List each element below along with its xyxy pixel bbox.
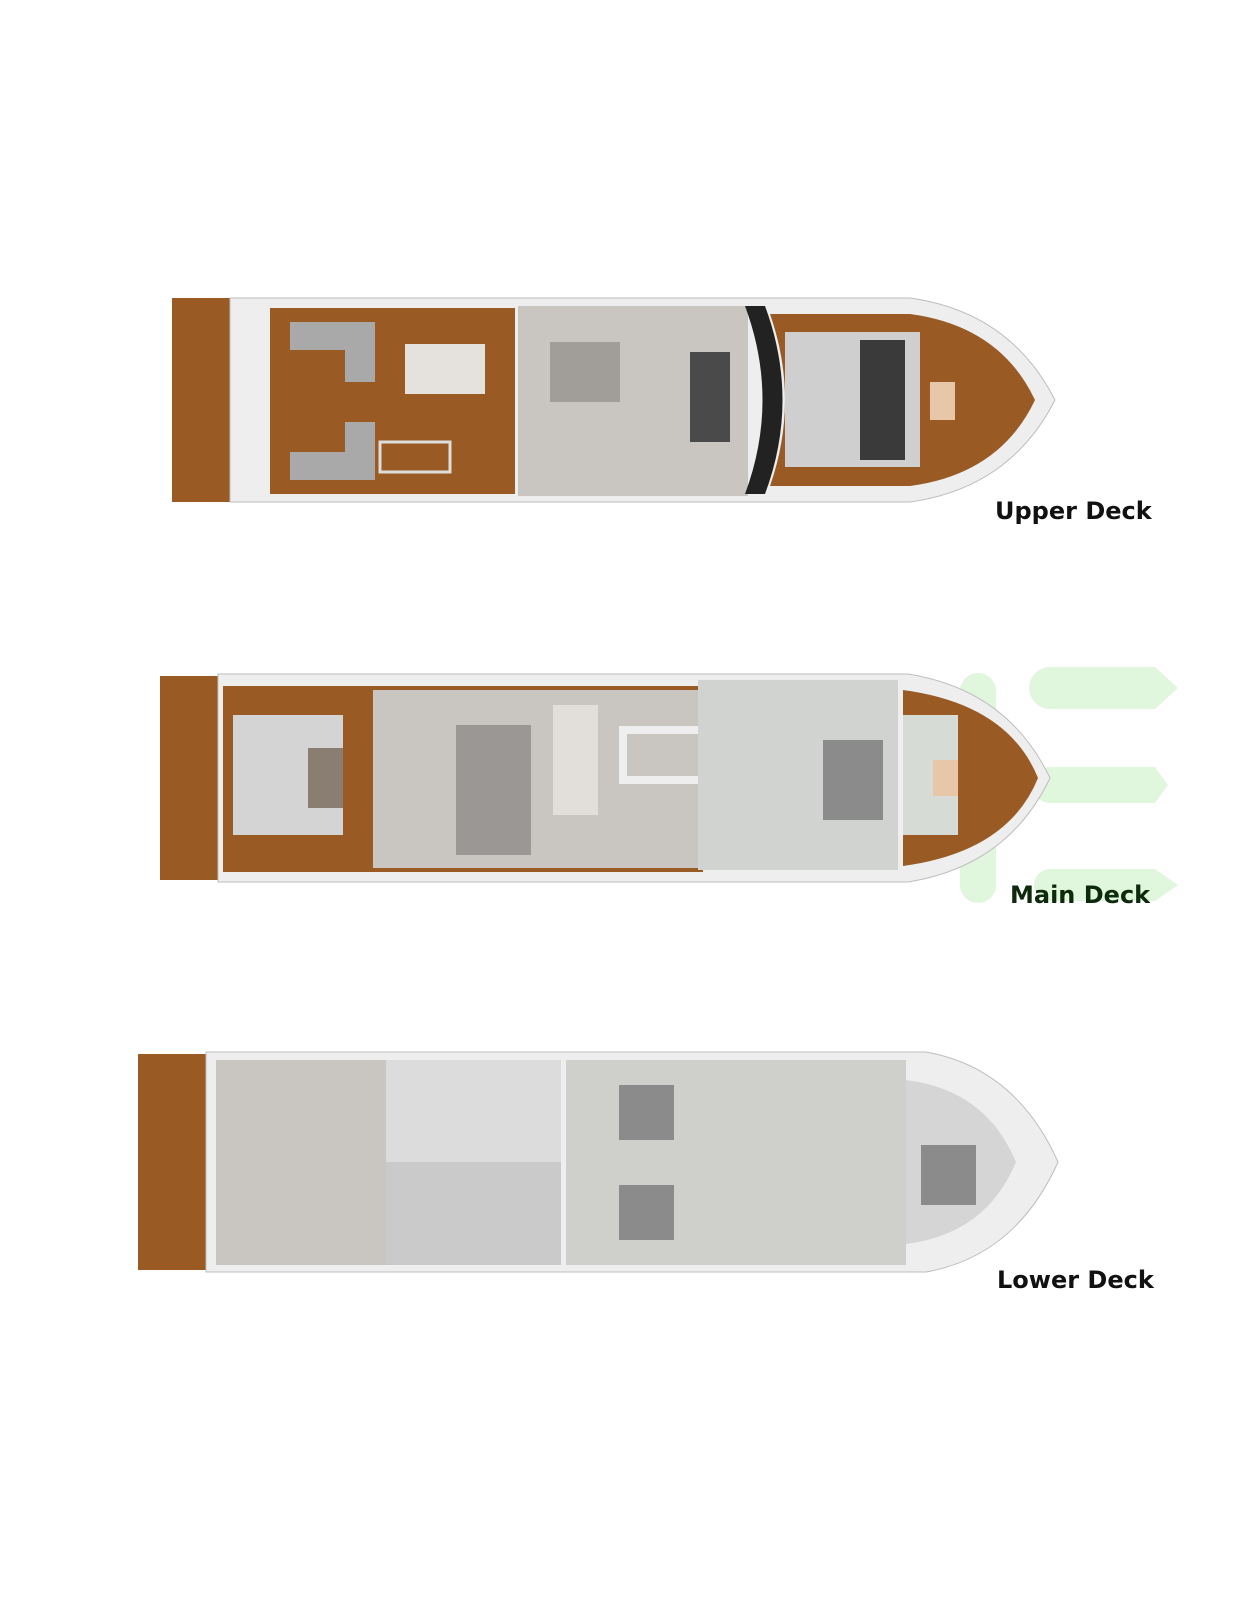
dining-table	[405, 344, 485, 394]
aft-table	[308, 748, 343, 808]
sofa	[345, 422, 375, 480]
salon-rug	[456, 725, 531, 855]
dining-table	[553, 705, 598, 815]
deck-label-lower: Lower Deck	[997, 1266, 1154, 1294]
guest-cabins	[566, 1060, 906, 1265]
sofa	[345, 322, 375, 382]
helm-console	[690, 352, 730, 442]
main-deck-plan	[160, 673, 1051, 883]
bed	[921, 1145, 976, 1205]
engine-room-shade	[386, 1162, 561, 1265]
deck-label-main: Main Deck	[1010, 881, 1151, 909]
bed	[823, 740, 883, 820]
lower-deck-plan	[138, 1051, 1059, 1273]
rug	[550, 342, 620, 402]
sunpad	[860, 340, 905, 460]
upper-deck-plan	[172, 297, 1056, 503]
deck-label-upper: Upper Deck	[995, 497, 1152, 525]
bow-table	[933, 760, 958, 796]
crew-area	[216, 1060, 386, 1265]
bed	[619, 1085, 674, 1140]
bar-counter	[378, 440, 452, 474]
stern-swim-platform	[138, 1054, 213, 1270]
windscreen	[745, 306, 783, 494]
bed	[619, 1185, 674, 1240]
table	[930, 382, 955, 420]
